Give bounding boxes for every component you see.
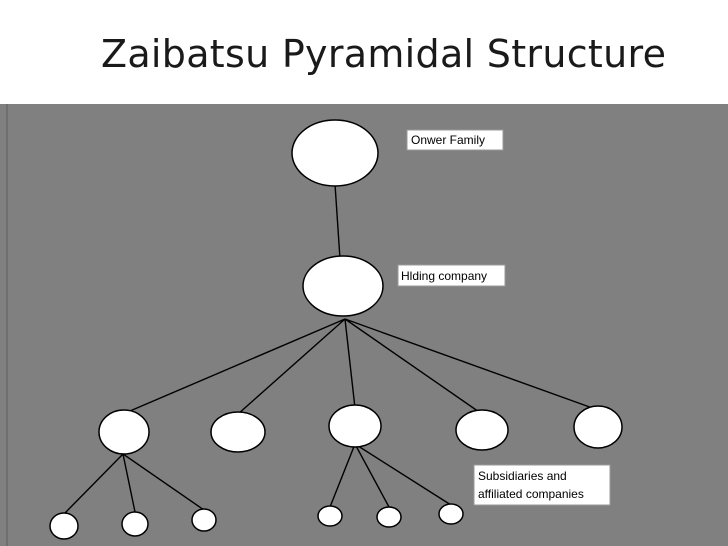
affiliated-company-node — [376, 506, 402, 528]
owner-family-node — [291, 119, 379, 187]
edge-sub1-c — [122, 453, 205, 511]
slide-title: Zaibatsu Pyramidal Structure — [101, 32, 667, 76]
holding-company-label-text: Hlding company — [401, 269, 487, 283]
edge-sub3-a — [329, 443, 356, 508]
subsidiary-node — [328, 404, 382, 448]
ownership-diagram: Onwer Family Hlding company Subsidiaries… — [0, 104, 728, 546]
affiliated-company-node — [49, 512, 79, 540]
edge-sub1-a — [63, 453, 124, 515]
subsidiaries-label: Subsidiaries and affiliated companies — [473, 464, 611, 506]
edge-holding-sub-4 — [344, 318, 483, 415]
subsidiary-node — [210, 411, 266, 453]
subsidiary-node — [98, 409, 150, 455]
edge-holding-sub-2 — [237, 318, 346, 415]
holding-company-label: Hlding company — [397, 264, 506, 287]
subsidiary-node — [573, 405, 623, 449]
affiliated-company-node — [438, 503, 464, 525]
diagram-edges — [63, 183, 599, 515]
edge-sub3-b — [354, 443, 390, 508]
affiliated-company-node — [191, 508, 217, 532]
affiliated-company-node — [317, 505, 343, 527]
subsidiaries-label-line1: Subsidiaries and — [478, 469, 567, 483]
edge-holding-sub-1 — [122, 318, 346, 415]
subsidiaries-label-line2: affiliated companies — [478, 487, 584, 501]
edge-sub3-c — [354, 443, 452, 506]
owner-family-label-text: Onwer Family — [411, 133, 485, 147]
edge-owner-holding — [334, 183, 341, 260]
owner-family-label: Onwer Family — [406, 129, 504, 151]
edge-holding-sub-5 — [344, 318, 599, 411]
holding-company-node — [302, 255, 384, 317]
affiliated-company-node — [121, 511, 149, 537]
edge-sub1-b — [122, 453, 136, 513]
edge-holding-sub-3 — [344, 318, 356, 409]
subsidiary-node — [455, 409, 509, 451]
owner-family-label-box — [406, 129, 504, 151]
diagram-nodes — [49, 119, 623, 540]
diagram-canvas: Onwer Family Hlding company Subsidiaries… — [0, 104, 728, 546]
holding-company-label-box — [397, 264, 506, 287]
subsidiaries-label-box — [473, 464, 611, 506]
